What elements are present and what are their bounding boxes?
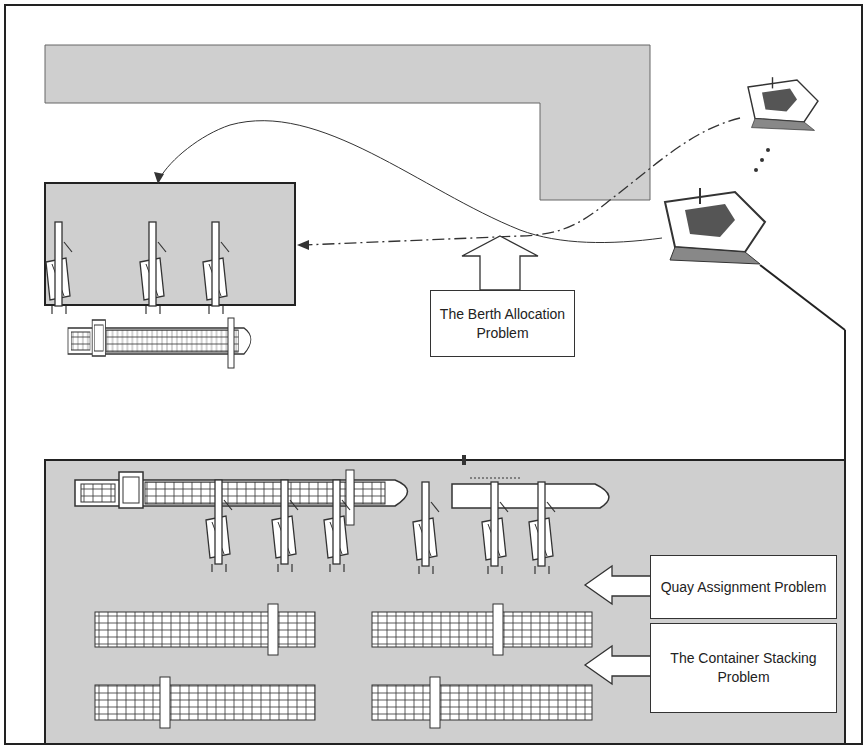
box-label: The Berth Allocation Problem <box>439 305 566 343</box>
problem-box: The Berth Allocation Problem <box>430 290 575 357</box>
problem-box: Quay Assignment Problem <box>650 555 837 619</box>
problem-box: The Container Stacking Problem <box>650 623 837 713</box>
box-label: The Container Stacking Problem <box>659 649 828 687</box>
box-label: Quay Assignment Problem <box>661 578 827 597</box>
